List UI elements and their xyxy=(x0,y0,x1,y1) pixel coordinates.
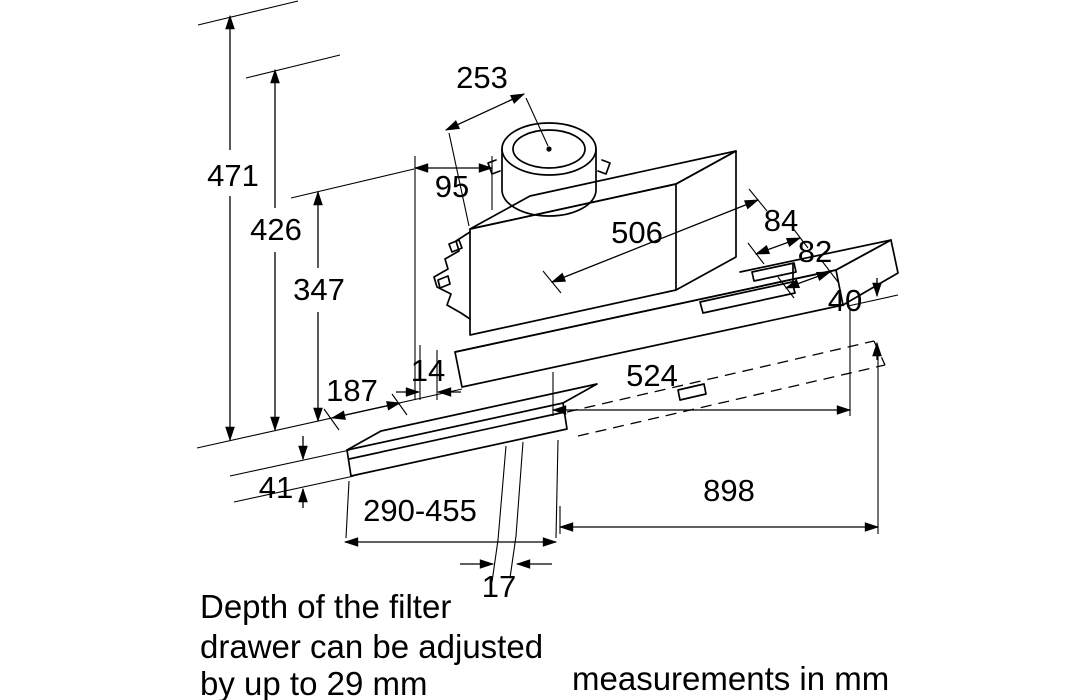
dim-label-niche-width: 898 xyxy=(703,473,755,508)
bottom-reference-line xyxy=(196,388,463,449)
dim-label-top-depth: 253 xyxy=(456,60,508,95)
dim-duct-offset: 95 xyxy=(413,156,494,400)
dim-drawer-height: 41 xyxy=(229,436,355,508)
dim-label-total-height: 471 xyxy=(207,158,259,193)
dim-label-drawer-depth: 187 xyxy=(326,373,378,408)
telescopic-drawer xyxy=(346,383,598,477)
spring-clip-upper xyxy=(448,239,463,253)
dim-label-rear-step-width: 82 xyxy=(798,234,832,269)
dim-label-body-length: 524 xyxy=(626,358,678,393)
filter-drawer-note: Depth of the filter drawer can be adjust… xyxy=(200,588,543,700)
niche-latch xyxy=(677,383,707,401)
filter-note-line2: drawer can be adjusted xyxy=(200,628,543,665)
dim-body-height: 347 xyxy=(196,168,463,449)
dim-label-duct-height: 426 xyxy=(250,212,302,247)
dim-niche-width: 898 xyxy=(558,350,880,534)
dim-panel-thickness: 17 xyxy=(460,441,552,604)
dim-bottom-clearance: 40 xyxy=(828,278,899,360)
spring-clip-lower xyxy=(437,275,451,289)
filter-note-line3: by up to 29 mm xyxy=(200,665,427,700)
duct-center-mark xyxy=(546,146,552,152)
dim-front-lip: 14 xyxy=(396,345,461,400)
dim-label-duct-offset: 95 xyxy=(435,169,469,204)
dim-label-rear-step-depth: 84 xyxy=(764,203,798,238)
duct-collar xyxy=(487,122,611,217)
dim-label-top-length: 506 xyxy=(611,215,663,250)
dim-top-length: 506 xyxy=(542,188,768,294)
dim-label-panel-thickness: 17 xyxy=(482,569,516,604)
filter-note-line1: Depth of the filter xyxy=(200,588,451,625)
dim-label-pullout-range: 290-455 xyxy=(363,493,477,528)
collar-tab-right xyxy=(597,159,611,175)
dim-label-bottom-clearance: 40 xyxy=(828,283,862,318)
dim-label-drawer-height: 41 xyxy=(259,470,293,505)
dim-label-front-lip: 14 xyxy=(411,353,445,388)
drawer-handle-groove xyxy=(348,411,566,460)
canopy-body xyxy=(454,239,899,388)
dim-rear-step-width: 82 xyxy=(777,234,839,299)
dim-label-body-height: 347 xyxy=(293,272,345,307)
left-step-profile xyxy=(433,231,471,320)
units-note: measurements in mm xyxy=(572,660,889,697)
dim-drawer-depth: 187 xyxy=(323,373,408,431)
motor-housing xyxy=(433,150,737,336)
collar-tab-left xyxy=(487,159,501,175)
dim-body-length: 524 xyxy=(551,308,852,416)
dim-duct-height: 426 xyxy=(245,54,341,432)
dim-total-height: 471 xyxy=(197,0,299,442)
niche-outline xyxy=(566,340,886,437)
dim-top-depth: 253 xyxy=(444,60,549,227)
dim-pullout-range: 290-455 xyxy=(343,439,559,547)
dim-rear-step-depth: 84 xyxy=(747,203,809,265)
